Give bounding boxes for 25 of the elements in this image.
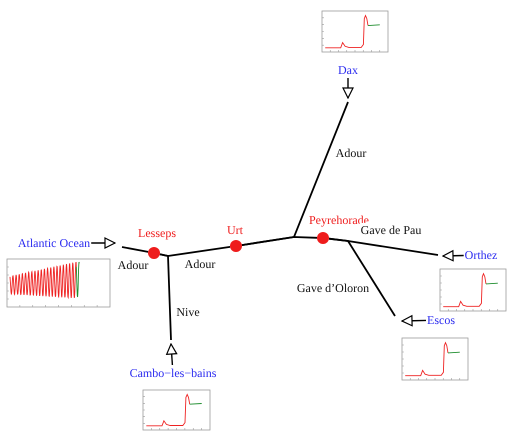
station-name: Dax: [338, 63, 358, 77]
river-line: [160, 253, 172, 340]
river-line: [328, 238, 396, 316]
station-name: Lesseps: [138, 226, 176, 240]
arrow: [401, 315, 426, 326]
river-name: Adour: [334, 146, 368, 160]
station-name: Cambo−les−bains: [130, 366, 216, 380]
river-name: Gave d’Oloron: [296, 281, 370, 295]
station-dot: [230, 240, 242, 252]
station-dot: [148, 247, 160, 259]
river-line: [122, 246, 148, 253]
arrow: [442, 250, 464, 262]
river-name: Nive: [175, 305, 201, 319]
station-name: Atlantic Ocean: [18, 236, 90, 250]
arrow: [166, 343, 178, 366]
station-name: Escos: [427, 313, 455, 327]
arrow: [91, 237, 116, 249]
arrow: [342, 78, 354, 99]
station-name: Orthez: [464, 248, 498, 262]
river-name: Adour: [184, 257, 216, 271]
river-name: Gave de Pau: [360, 223, 422, 237]
station-dot: [317, 232, 329, 244]
river-line: [242, 102, 349, 246]
river-name: Adour: [116, 258, 150, 272]
station-name: Urt: [227, 223, 243, 237]
